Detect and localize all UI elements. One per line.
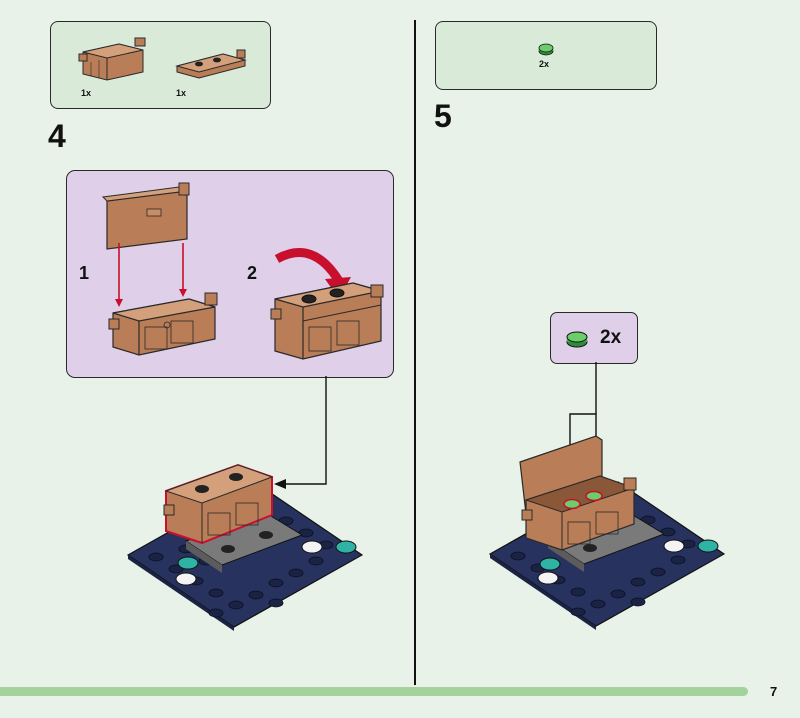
substep-number-1: 1 bbox=[79, 263, 90, 283]
callout-box: 2x bbox=[550, 312, 638, 364]
parts-box-step-5: 2x bbox=[435, 21, 657, 90]
step-4-model bbox=[126, 463, 364, 631]
closed-chest-illustration bbox=[270, 282, 384, 360]
green-round-plate-icon bbox=[538, 43, 554, 56]
part-qty: 1x bbox=[176, 88, 187, 98]
part-qty: 1x bbox=[81, 88, 92, 98]
chest-base-icon bbox=[78, 37, 146, 81]
open-lid-illustration bbox=[101, 182, 190, 250]
step-number: 4 bbox=[48, 118, 66, 154]
guide-arrows bbox=[115, 243, 187, 307]
chest-base-illustration bbox=[108, 292, 218, 356]
page-number: 7 bbox=[770, 684, 778, 699]
substep-box: 1 2 bbox=[66, 170, 394, 378]
callout-qty: 2x bbox=[600, 327, 622, 348]
step-5-model bbox=[488, 435, 726, 630]
chest-lid-icon bbox=[175, 49, 247, 79]
progress-bar bbox=[0, 687, 748, 696]
green-round-plate-icon bbox=[566, 331, 588, 348]
connector-arrow bbox=[274, 376, 327, 489]
page-divider bbox=[414, 20, 416, 685]
substep-number-2: 2 bbox=[247, 263, 258, 283]
step-number: 5 bbox=[434, 98, 452, 134]
parts-box-step-4: 1x 1x bbox=[50, 21, 271, 109]
part-qty: 2x bbox=[539, 59, 550, 69]
